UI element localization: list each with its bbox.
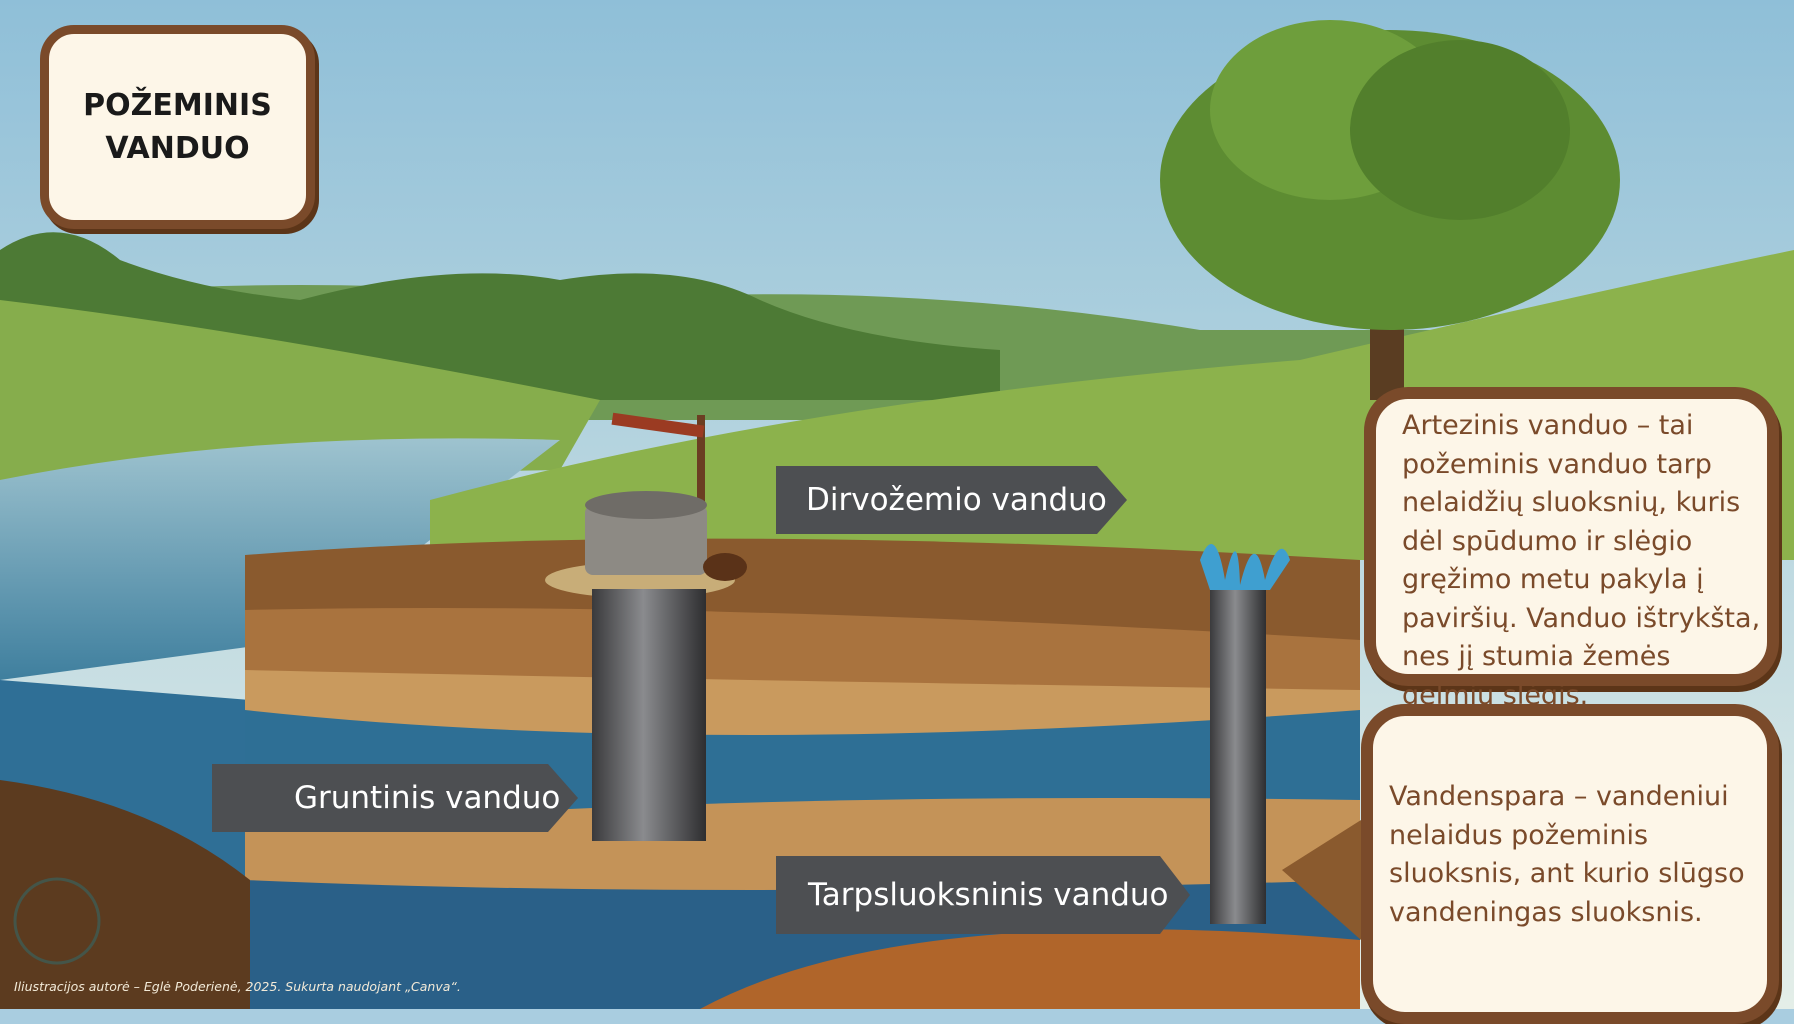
- label-text: Dirvožemio vanduo: [806, 482, 1107, 518]
- label-ground-water: Gruntinis vanduo: [212, 764, 578, 832]
- artesian-text: Artezinis vanduo – tai požeminis vanduo …: [1402, 410, 1761, 711]
- page-title: POŽEMINIS VANDUO: [83, 88, 272, 166]
- left-bank: [0, 780, 250, 1009]
- artesian-well: [1200, 544, 1290, 924]
- label-text: Gruntinis vanduo: [294, 780, 561, 816]
- credit-text: Iliustracijos autorė – Eglė Poderienė, 2…: [14, 979, 461, 994]
- aquitard-info-box: Vandenspara – vandeniui nelaidus požemin…: [1361, 704, 1779, 1024]
- aquitard-pointer: [1282, 820, 1361, 940]
- title-box: POŽEMINIS VANDUO: [40, 25, 315, 229]
- label-text: Tarpsluoksninis vanduo: [808, 877, 1169, 913]
- left-hill: [0, 300, 600, 480]
- label-soil-water: Dirvožemio vanduo: [776, 466, 1127, 534]
- logo-seal: [13, 877, 101, 965]
- well: [545, 412, 747, 841]
- artesian-info-box: Artezinis vanduo – tai požeminis vanduo …: [1364, 387, 1779, 711]
- aquitard-text: Vandenspara – vandeniui nelaidus požemin…: [1389, 781, 1745, 928]
- label-interlayer-water: Tarpsluoksninis vanduo: [776, 856, 1190, 934]
- tree: [1160, 20, 1620, 400]
